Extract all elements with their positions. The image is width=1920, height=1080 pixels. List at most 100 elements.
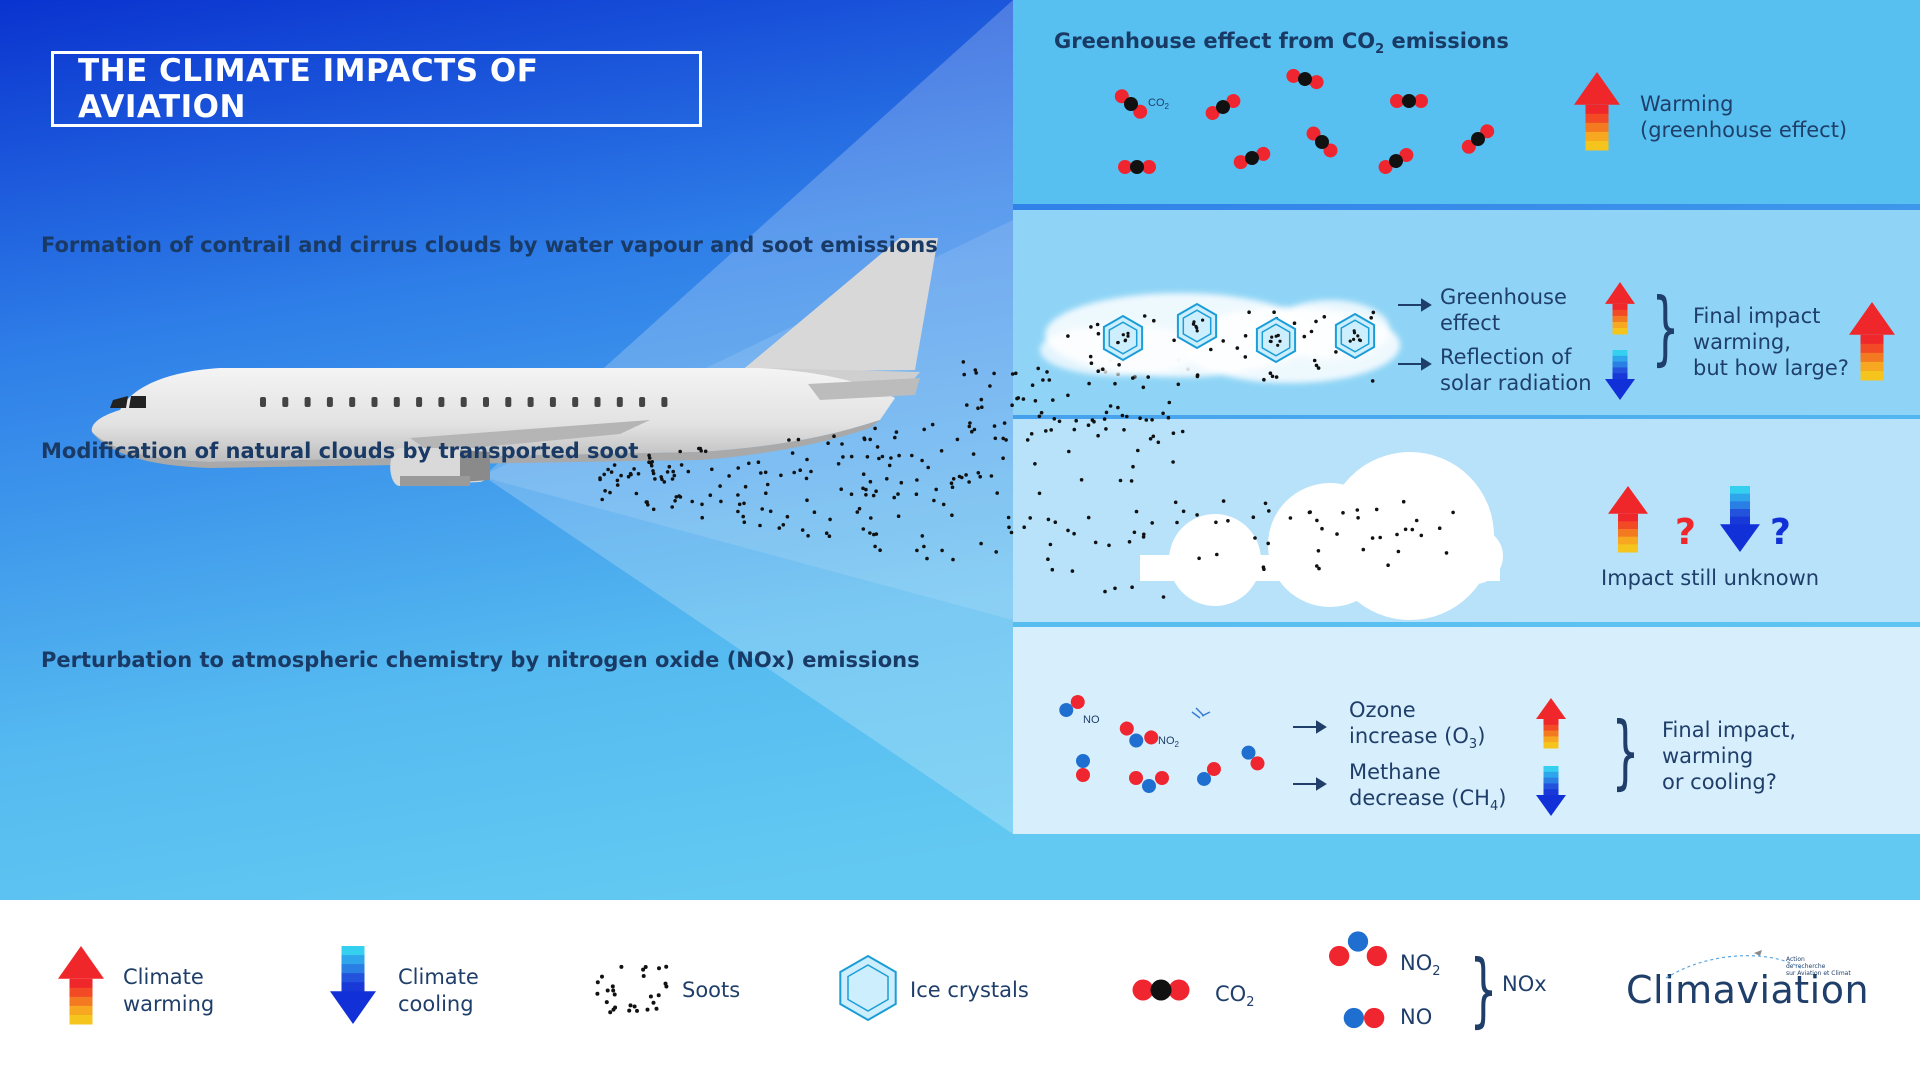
soot-dot [1049, 428, 1053, 432]
soot-dot [1266, 541, 1270, 546]
soot-dot [615, 483, 620, 487]
soot-dot [1274, 375, 1279, 379]
soot-dot [1070, 569, 1075, 573]
soot-dot [612, 463, 617, 467]
soot-dot [700, 515, 704, 520]
soot-dot [951, 477, 956, 481]
ice-crystal-icon [1334, 312, 1376, 360]
soot-dot [598, 476, 602, 480]
soot-dot [869, 516, 873, 520]
soot-dot [1053, 520, 1058, 524]
airplane-window [282, 397, 289, 407]
soot-dot [1253, 536, 1257, 540]
soot-dot [915, 548, 919, 553]
soot-dot [1134, 509, 1139, 514]
soot-dot [1315, 518, 1319, 523]
soot-dot [708, 493, 713, 498]
soot-dot [993, 436, 998, 441]
co2-molecule-icon [1132, 979, 1190, 1001]
soot-dot [1127, 540, 1132, 544]
soot-dot [874, 489, 878, 494]
soot-dot [1361, 547, 1366, 552]
soot-dot [1142, 532, 1146, 537]
soot-dot [670, 505, 674, 509]
soot-dot [878, 548, 882, 552]
soot-dot [1057, 419, 1062, 424]
soot-dot [1243, 355, 1248, 359]
soot-dot [922, 544, 926, 549]
soot-dot [973, 368, 978, 372]
soot-dot [1335, 532, 1339, 536]
soot-dot [989, 474, 994, 478]
soot-dot [1396, 549, 1401, 554]
soot-dot [979, 541, 983, 546]
soot-dot [1312, 358, 1317, 363]
soot-dot [1307, 510, 1312, 515]
soot-dot [650, 460, 654, 464]
soot-dot [1292, 321, 1297, 326]
soot-dot [1138, 416, 1142, 421]
soot-dot [602, 472, 606, 477]
soot-dot [670, 477, 675, 481]
soot-dot [1156, 440, 1161, 445]
soot-dot [1104, 410, 1109, 415]
airplane-window [661, 397, 668, 407]
soot-dot [777, 526, 782, 530]
soot-dot [1176, 382, 1181, 387]
soot-dot [1102, 417, 1107, 421]
arrow-up-gradient-icon [1574, 72, 1620, 151]
soot-dot [698, 446, 703, 451]
soot-dot [1451, 510, 1455, 515]
soot-dot [1015, 396, 1019, 401]
co2-molecule-icon [1378, 148, 1414, 174]
soot-dot [1118, 478, 1123, 483]
ice-crystals-group [1102, 302, 1376, 364]
soot-dots-icon [595, 964, 669, 1015]
cooling-question-mark: ? [1770, 512, 1791, 553]
soot-dot [636, 472, 641, 476]
soot-dot [763, 470, 768, 475]
soot-dot [894, 430, 899, 434]
soot-dot [727, 474, 731, 478]
soot-dot [677, 494, 681, 498]
soot-dot [719, 499, 723, 504]
soot-dot [1136, 448, 1140, 453]
soot-dot [660, 477, 664, 482]
soot-dot [1171, 431, 1176, 436]
soot-dot [893, 435, 897, 440]
soot-dot [896, 492, 900, 496]
airplane-window [416, 397, 423, 407]
soot-dot [1181, 509, 1186, 514]
arrow-down-gradient-icon [330, 946, 376, 1024]
no-molecule-icon [1059, 694, 1085, 718]
soot-dot [1371, 310, 1376, 315]
soot-dot [756, 460, 761, 465]
soot-dot [994, 550, 998, 554]
soot-dot [932, 498, 936, 503]
soot-dot [736, 466, 740, 470]
airplane-window [505, 397, 512, 407]
co2-molecule-icon [1114, 89, 1148, 119]
logo-name: Climaviation [1626, 968, 1870, 1012]
soot-dot [1247, 310, 1251, 315]
legend-nox-brace: } [1469, 943, 1498, 1036]
soot-dot [1309, 329, 1314, 334]
soot-dot [1197, 556, 1201, 561]
soot-dot [805, 498, 809, 503]
soot-dot [1029, 432, 1034, 436]
soot-dot [1356, 516, 1360, 520]
airplane-window [639, 397, 646, 407]
soot-dot [1314, 319, 1318, 324]
soot-dot [779, 473, 783, 478]
soot-dot [861, 486, 865, 491]
soot-dot [1161, 411, 1165, 416]
soot-dot [965, 403, 969, 407]
soot-dot [662, 480, 667, 484]
nox-final-label: Final impact, warming or cooling? [1662, 718, 1797, 794]
soot-dot [1086, 423, 1091, 428]
soot-dot [976, 471, 981, 475]
soot-dot [899, 480, 904, 485]
airplane-window [549, 397, 556, 407]
co2-molecule-icon [1286, 68, 1324, 90]
